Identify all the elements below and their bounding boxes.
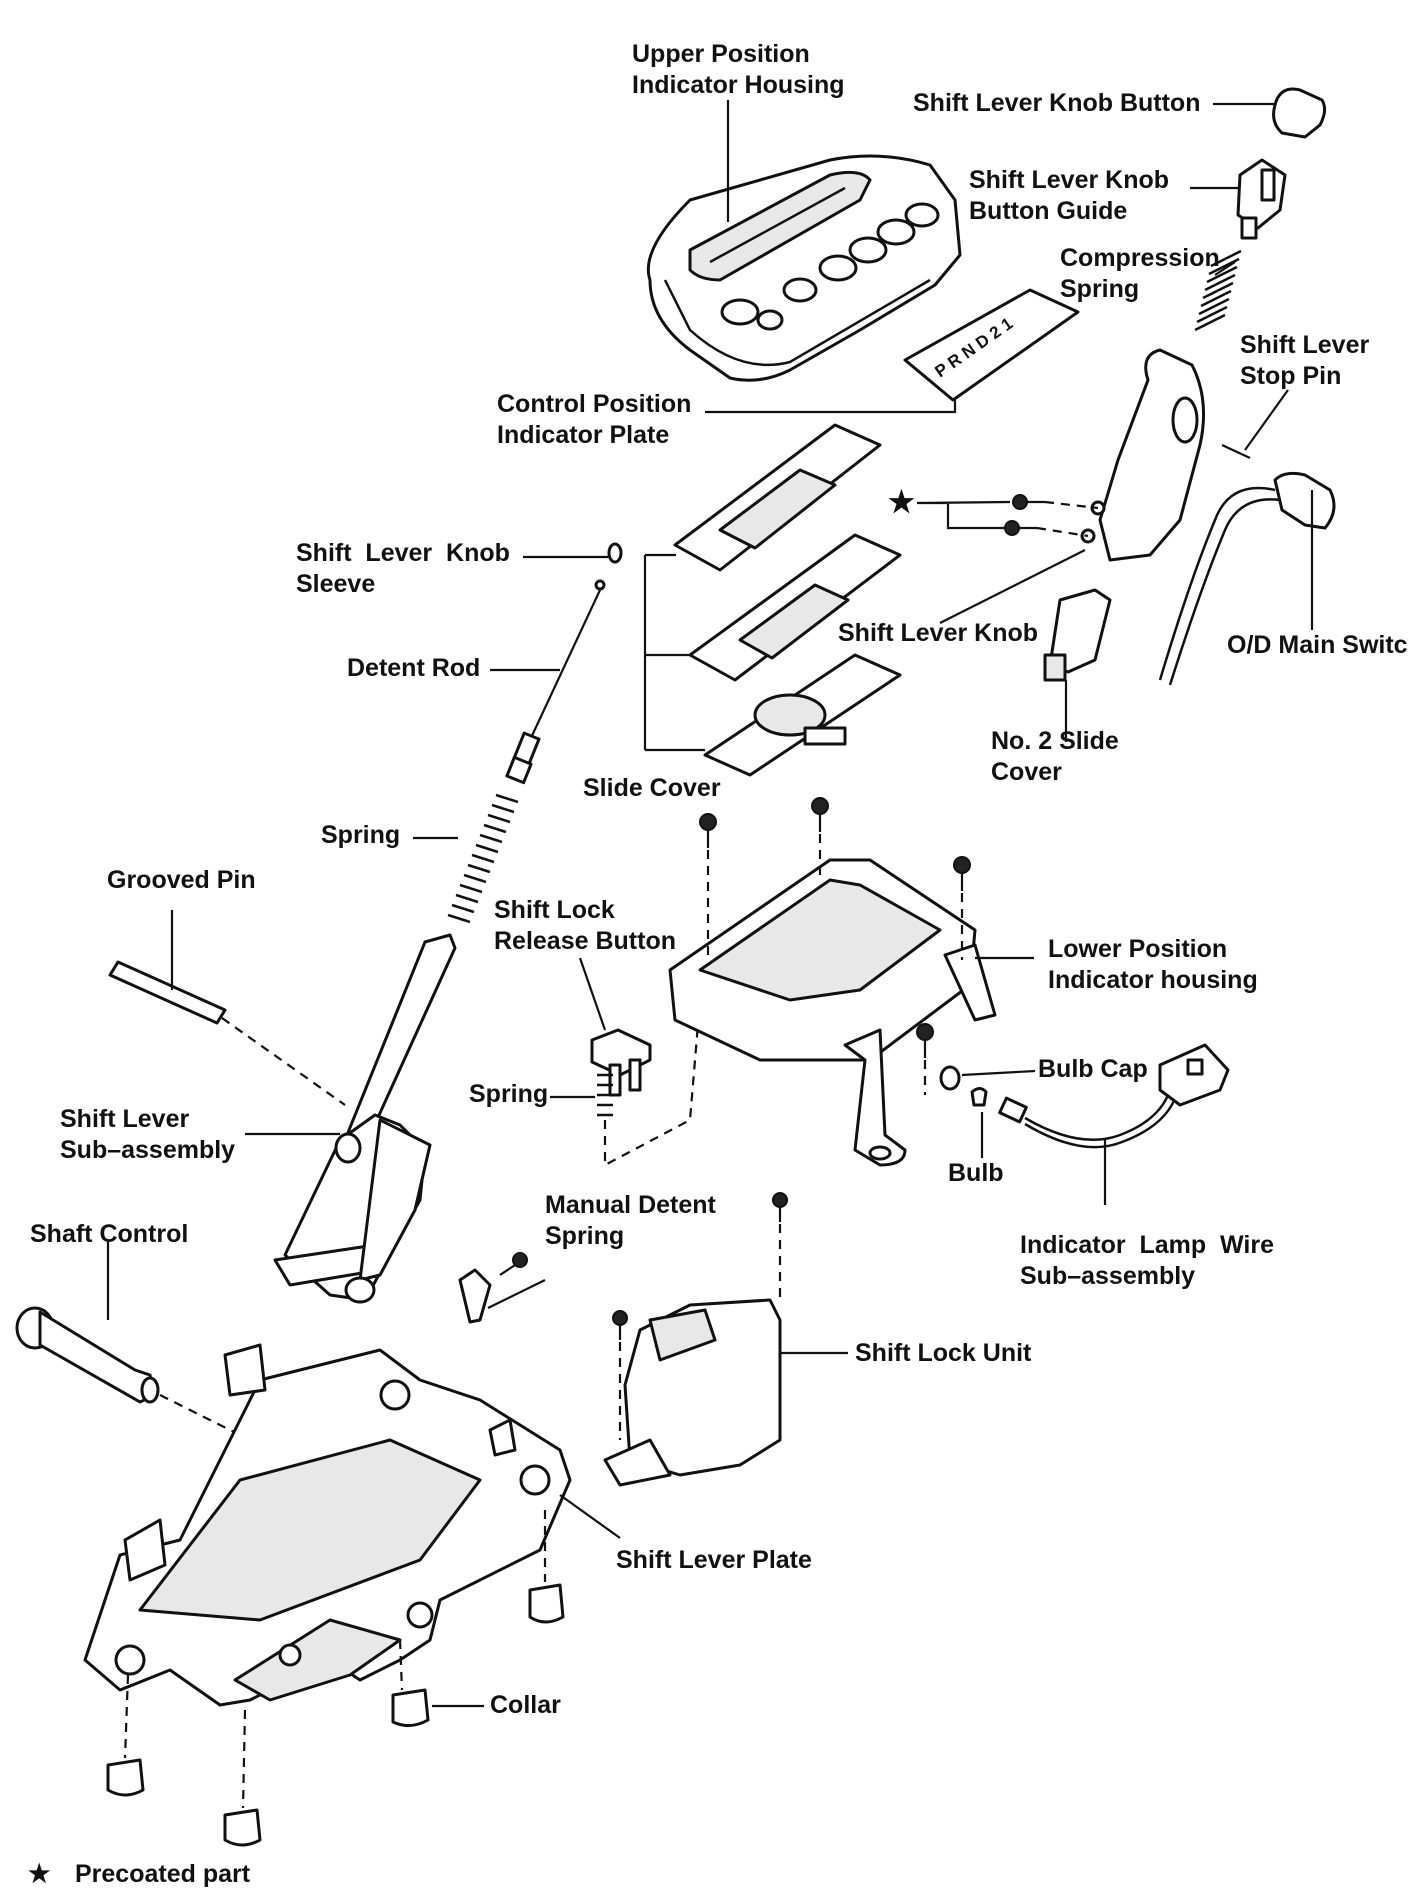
bulb-cap-part [939,1065,961,1091]
label-no2-slide-cover: No. 2 Slide Cover [991,727,1119,786]
label-manual-detent-spring: Manual Detent Spring [545,1191,716,1250]
label-knob-button-guide: Shift Lever Knob Button Guide [969,166,1170,225]
stop-pin-part [1221,444,1251,459]
label-shift-lever-sub: Shift Lever Sub–assembly [60,1105,236,1164]
shift-lock-release-part [590,1028,652,1097]
label-shift-lever-plate: Shift Lever Plate [616,1546,812,1574]
shaft-control-dash [159,1394,241,1436]
label-shaft-control: Shaft Control [30,1220,189,1248]
shaft-control-part [15,1306,160,1404]
slide-cover-parts [673,423,902,777]
shift-lever-plate-part [83,1343,572,1707]
indicator-plate-part: P R N D 2 1 [903,288,1080,402]
label-knob-sleeve: Shift Lever Knob Sleeve [296,539,510,598]
label-grooved-pin: Grooved Pin [107,866,256,894]
legend-precoated-text: Precoated part [75,1860,251,1888]
lower-housing-part [668,858,997,1167]
spring-upper-part [447,793,519,924]
label-detent-rod: Detent Rod [347,654,481,682]
label-shift-lock-release: Shift Lock Release Button [494,896,676,955]
label-spring-lower: Spring [469,1080,549,1108]
grooved-pin-part [108,960,227,1025]
label-spring-upper: Spring [321,821,401,849]
shift-lock-unit-part [603,1192,788,1487]
knob-sleeve-part [607,542,623,564]
indicator-lamp-wire-part [998,1043,1230,1149]
label-indicator-plate: Control Position Indicator Plate [497,390,692,449]
knob-button-part [1272,87,1327,139]
label-lower-housing: Lower Position Indicator housing [1048,935,1258,994]
legend-star-icon: ★ [28,1860,51,1888]
detent-rod-part [505,579,606,785]
collar-parts [106,1510,565,1847]
precoated-bolts [1004,494,1099,538]
label-stop-pin: Shift Lever Stop Pin [1240,331,1370,390]
label-knob-button: Shift Lever Knob Button [913,89,1201,117]
label-bulb-cap: Bulb Cap [1038,1055,1148,1083]
knob-button-guide-part [1236,158,1287,240]
label-slide-cover: Slide Cover [583,774,721,802]
grooved-pin-dash [221,1017,346,1106]
no2-slide-cover-part [1043,588,1112,682]
label-indicator-lamp-wire: Indicator Lamp Wire Sub–assembly [1020,1231,1274,1290]
label-shift-lever-knob: Shift Lever Knob [838,619,1039,647]
od-main-switch-part [1158,471,1336,686]
lower-housing-screws [699,797,971,1095]
compression-spring-part [1194,249,1242,332]
label-shift-lock-unit: Shift Lock Unit [855,1339,1032,1367]
label-bulb: Bulb [948,1159,1004,1187]
bulb-part [970,1087,988,1107]
spring-lower-part [597,1073,613,1117]
label-compression-spring: Compression Spring [1060,244,1220,303]
leader-lines [106,100,1314,1708]
upper-housing-part [646,154,962,382]
manual-detent-spring-part [458,1252,528,1324]
label-od-main-switch: O/D Main Switch [1227,631,1408,659]
precoated-star-marker: ★ [888,486,915,519]
shift-lever-sub-part [273,933,457,1304]
label-upper-housing: Upper Position Indicator Housing [632,40,845,99]
shift-lever-knob-part [1080,348,1206,562]
label-collar: Collar [490,1691,561,1719]
